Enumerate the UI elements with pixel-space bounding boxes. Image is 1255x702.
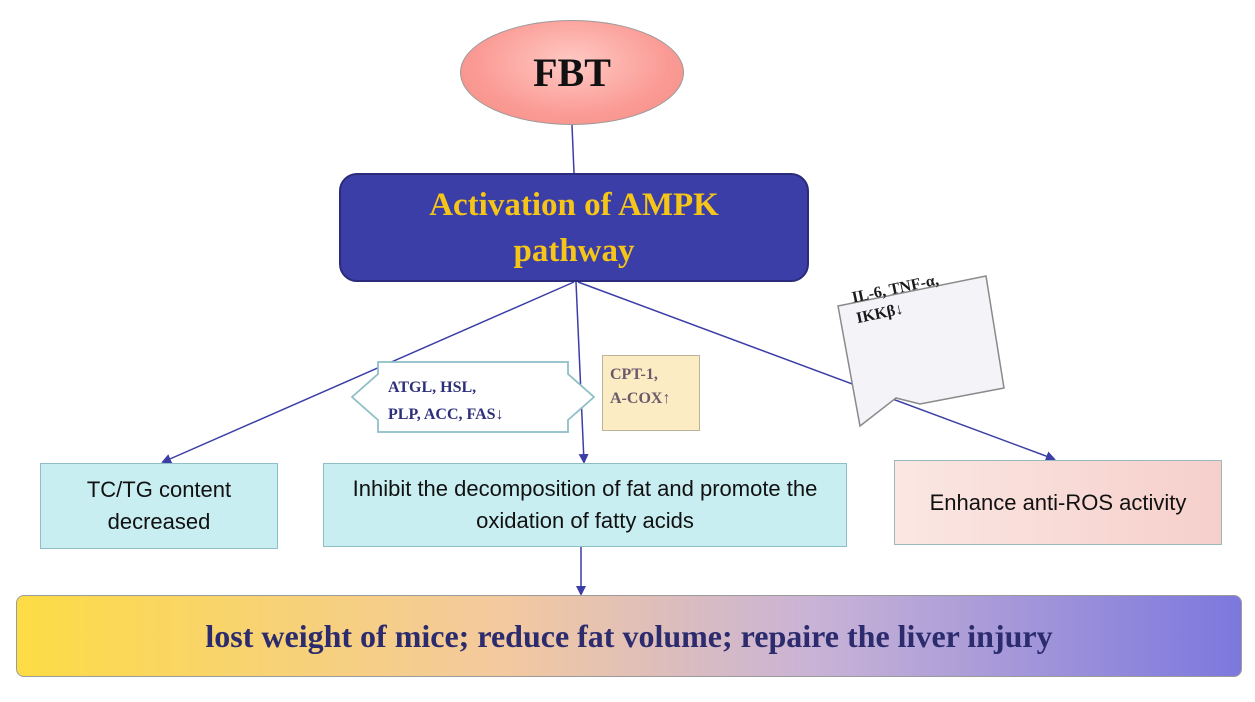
fbt-to-ampk-line	[571, 124, 575, 174]
anti-ros-node: Enhance anti-ROS activity	[894, 460, 1222, 545]
cpt-label-line-2: A-COX↑	[610, 390, 671, 407]
atgl-label-line-1: ATGL, HSL,	[388, 379, 477, 396]
cpt-label-line-1: CPT-1,	[610, 366, 658, 383]
ampk-label: Activation of AMPK pathway	[429, 186, 719, 269]
ampk-to-inhibit-arrow	[575, 281, 589, 464]
cpt-label-box: CPT-1, A-COX↑	[602, 355, 700, 431]
atgl-label-line-2: PLP, ACC, FAS↓	[388, 406, 504, 423]
fbt-node: FBT	[460, 20, 684, 125]
tc-tg-label: TC/TG content decreased	[86, 477, 232, 534]
ampk-to-ros-arrow	[577, 281, 1056, 461]
inhibit-node: Inhibit the decomposition of fat and pro…	[323, 463, 847, 547]
ampk-node: Activation of AMPK pathway	[339, 173, 809, 282]
ampk-to-tc-arrow	[161, 281, 575, 464]
anti-ros-label: Enhance anti-ROS activity	[929, 489, 1187, 515]
inhibit-label: Inhibit the decomposition of fat and pro…	[352, 476, 818, 533]
atgl-block-arrow	[350, 361, 596, 433]
il6-callout-shape	[837, 275, 1005, 428]
tc-tg-node: TC/TG content decreased	[40, 463, 278, 549]
fbt-label: FBT	[533, 50, 611, 95]
result-label: lost weight of mice; reduce fat volume; …	[205, 617, 1053, 654]
result-banner: lost weight of mice; reduce fat volume; …	[16, 595, 1242, 677]
atgl-label: ATGL, HSL, PLP, ACC, FAS↓	[388, 374, 570, 428]
